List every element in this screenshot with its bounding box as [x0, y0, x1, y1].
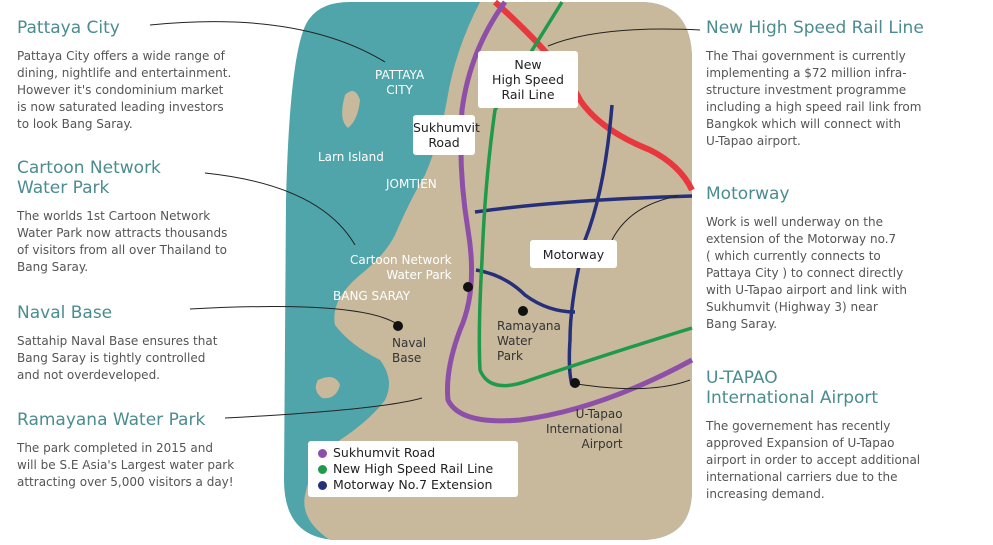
- sukhumvit-road-line: [445, 0, 694, 424]
- body-line: Bang Saray.: [706, 317, 778, 331]
- body-line: and not overdeveloped.: [17, 368, 160, 382]
- body-line: The Thai government is currently: [706, 49, 906, 63]
- section-title: Pattaya City: [17, 18, 120, 38]
- body-line: Sattahip Naval Base ensures that: [17, 334, 218, 348]
- legend-item: Sukhumvit Road: [318, 445, 518, 461]
- naval-base-section: Naval Base Sattahip Naval Base ensures t…: [17, 303, 277, 384]
- body-line: including a high speed rail link from: [706, 100, 922, 114]
- label-larn-island: Larn Island: [318, 150, 384, 164]
- motorway-line: [474, 104, 693, 386]
- location-dots: [393, 282, 580, 388]
- body-line: Bang Saray is tightly controlled: [17, 351, 206, 365]
- body-line: Pattaya City ) to connect directly: [706, 266, 904, 280]
- pattaya-city-section: Pattaya City Pattaya City offers a wide …: [17, 18, 277, 133]
- label-jomtien: JOMTIEN: [386, 177, 437, 191]
- body-line: Pattaya City offers a wide range of: [17, 49, 225, 63]
- legend-dot: [318, 464, 327, 474]
- body-line: Work is well underway on the: [706, 215, 883, 229]
- legend-item: New High Speed Rail Line: [318, 461, 518, 477]
- legend-dot: [318, 480, 327, 490]
- body-line: will be S.E Asia's Largest water park: [17, 458, 235, 472]
- body-line: airport in order to accept additional: [706, 453, 921, 467]
- body-line: extension of the Motorway no.7: [706, 232, 897, 246]
- high-speed-rail-section: New High Speed Rail Line The Thai govern…: [706, 18, 986, 150]
- body-line: with U-Tapao airport and link with: [706, 283, 908, 297]
- section-title: New High Speed Rail Line: [706, 18, 924, 38]
- body-line: increasing demand.: [706, 487, 825, 501]
- body-line: structure investment programme: [706, 83, 907, 97]
- legend-item: Motorway No.7 Extension: [318, 477, 518, 493]
- body-line: approved Expansion of U-Tapao: [706, 436, 895, 450]
- motorway-section: Motorway Work is well underway on the ex…: [706, 184, 986, 333]
- larn-island: [342, 91, 360, 128]
- section-title: Water Park: [17, 178, 110, 198]
- map-legend: Sukhumvit Road New High Speed Rail Line …: [308, 441, 518, 497]
- body-line: ( which currently connects to: [706, 249, 881, 263]
- body-line: The park completed in 2015 and: [17, 441, 213, 455]
- section-title: U-TAPAO: [706, 368, 778, 388]
- section-title: Cartoon Network: [17, 158, 161, 178]
- body-line: Water Park now attracts thousands: [17, 226, 228, 240]
- section-title: International Airport: [706, 388, 879, 408]
- body-line: international carriers due to the: [706, 470, 898, 484]
- callout-lines: [149, 21, 701, 419]
- island: [315, 376, 340, 399]
- ramayana-section: Ramayana Water Park The park completed i…: [17, 410, 277, 491]
- callout-motorway: Motorway: [530, 240, 617, 268]
- label-bang-saray: BANG SARAY: [333, 289, 411, 303]
- body-line: Bang Saray.: [17, 260, 89, 274]
- red-rail-line: [493, 0, 695, 192]
- section-title: Motorway: [706, 184, 790, 204]
- body-line: However it's condominium market: [17, 83, 224, 97]
- body-line: Sukhumvit (Highway 3) near: [706, 300, 878, 314]
- body-line: is now saturated leading investors: [17, 100, 224, 114]
- body-line: to look Bang Saray.: [17, 117, 133, 131]
- body-line: of visitors from all over Thailand to: [17, 243, 227, 257]
- body-line: Bangkok which will connect with: [706, 117, 901, 131]
- section-title: Naval Base: [17, 303, 113, 323]
- body-line: dining, nightlife and entertainment.: [17, 66, 232, 80]
- body-line: attracting over 5,000 visitors a day!: [17, 475, 234, 489]
- body-line: U-Tapao airport.: [706, 134, 801, 148]
- section-title: Ramayana Water Park: [17, 410, 206, 430]
- body-line: The worlds 1st Cartoon Network: [17, 209, 211, 223]
- land: [304, 2, 692, 540]
- body-line: implementing a $72 million infra-: [706, 66, 907, 80]
- legend-dot: [318, 448, 327, 458]
- body-line: The governement has recently: [706, 419, 891, 433]
